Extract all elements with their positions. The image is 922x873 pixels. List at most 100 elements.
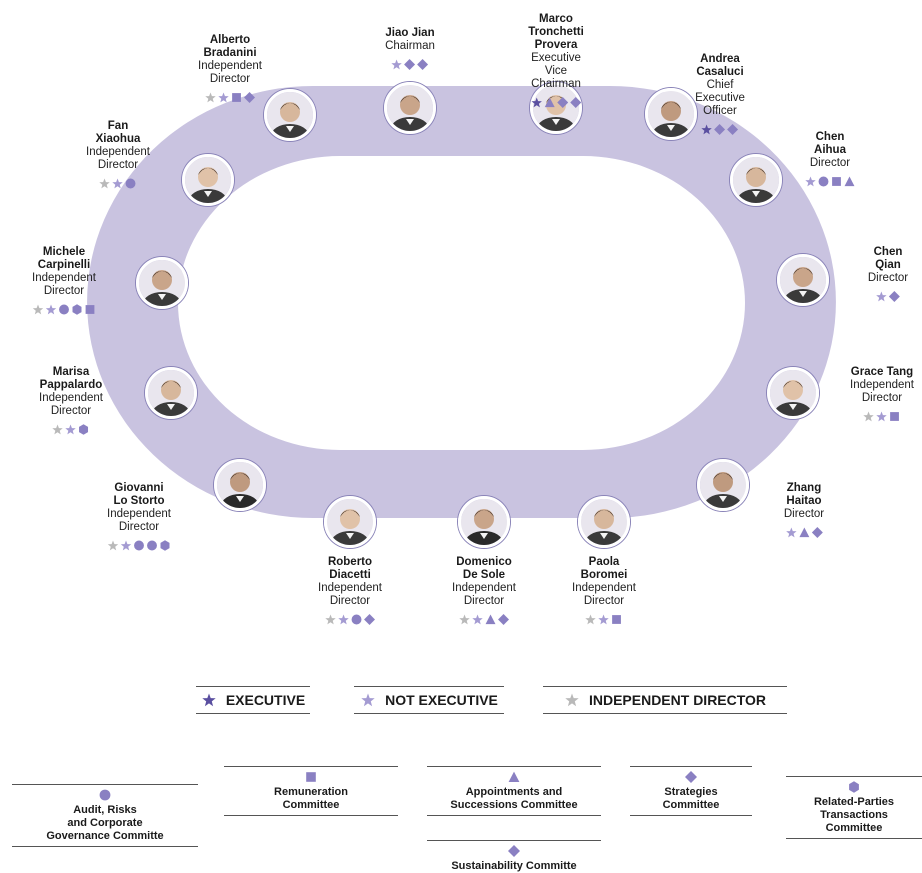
- member-name: Domenico De Sole: [456, 556, 512, 581]
- executive-star-icon: [531, 97, 542, 108]
- member-role: Independent Director: [107, 508, 171, 533]
- member-role: Executive Vice Chairman: [531, 52, 581, 90]
- square-icon: [611, 614, 622, 625]
- committee-strategies: Strategies Committee: [630, 766, 752, 816]
- independent-star-icon: [459, 614, 470, 625]
- circle-icon: [351, 614, 362, 625]
- legend-executive: EXECUTIVE: [196, 686, 310, 714]
- committee-audit: Audit, Risks and Corporate Governance Co…: [12, 784, 198, 847]
- member-name: Michele Carpinelli: [37, 246, 91, 271]
- independent-star-icon: [565, 693, 579, 707]
- member-name: Roberto Diacetti: [327, 556, 373, 581]
- member-committee-marks: [32, 303, 97, 315]
- committee-remuneration: Remuneration Committee: [224, 766, 398, 816]
- member-committee-marks: [452, 613, 516, 625]
- member-name: Zhang Haitao: [786, 482, 822, 507]
- member-committee-marks: [318, 613, 382, 625]
- member-name: Grace Tang: [850, 366, 914, 378]
- hexagon-icon: [160, 539, 171, 551]
- member-committee-marks: [784, 526, 824, 538]
- diamond-icon: [811, 526, 823, 538]
- diamond-icon: [363, 613, 375, 625]
- legend-executive-label: EXECUTIVE: [225, 692, 306, 708]
- committee-sustainability-label: Sustainability Committe: [451, 860, 577, 872]
- member-portrait: [767, 367, 819, 419]
- not-executive-star-icon: [120, 540, 132, 551]
- square-icon: [889, 411, 900, 422]
- member-committee-marks: [804, 175, 856, 187]
- hexagon-icon: [848, 781, 860, 793]
- circle-icon: [818, 176, 829, 187]
- committee-related-parties: Related-Parties Transactions Committee: [786, 776, 922, 839]
- not-executive-star-icon: [785, 527, 797, 538]
- member-role: Independent Director: [198, 60, 262, 85]
- member-name: Giovanni Lo Storto: [113, 482, 165, 507]
- diamond-icon: [243, 91, 255, 103]
- member-role: Director: [783, 508, 825, 520]
- member-name: Jiao Jian: [385, 27, 435, 39]
- diamond-icon: [497, 613, 509, 625]
- not-executive-star-icon: [876, 291, 887, 302]
- diamond-icon: [714, 123, 726, 135]
- member-portrait: [697, 459, 749, 511]
- member-committee-marks: [868, 290, 908, 302]
- not-executive-star-icon: [391, 59, 403, 70]
- executive-star-icon: [701, 124, 713, 135]
- member-portrait: [264, 89, 316, 141]
- diamond-icon: [569, 96, 581, 108]
- member-portrait: [578, 496, 630, 548]
- not-executive-star-icon: [65, 424, 77, 435]
- member-portrait: [136, 257, 188, 309]
- not-executive-star-icon: [805, 176, 816, 187]
- member-role: Director: [809, 157, 851, 169]
- member-name: Marisa Pappalardo: [39, 366, 103, 391]
- not-executive-star-icon: [45, 304, 57, 315]
- member-role: Independent Director: [39, 392, 103, 417]
- not-executive-star-icon: [218, 92, 229, 103]
- legend-independent-label: INDEPENDENT DIRECTOR: [588, 692, 767, 708]
- committee-remuneration-label: Remuneration Committee: [274, 786, 348, 811]
- triangle-icon: [485, 614, 496, 625]
- member-name: Alberto Bradanini: [203, 34, 257, 59]
- circle-icon: [59, 304, 70, 315]
- member-committee-marks: [39, 423, 103, 435]
- member-name: Paola Boromei: [580, 556, 628, 581]
- triangle-icon: [798, 527, 809, 538]
- member-committee-marks: [86, 177, 150, 189]
- diamond-icon: [727, 123, 739, 135]
- member-portrait: [145, 367, 197, 419]
- member-role: Independent Director: [86, 146, 150, 171]
- member-portrait: [324, 496, 376, 548]
- committee-related-label: Related-Parties Transactions Committee: [813, 796, 895, 834]
- independent-star-icon: [325, 614, 336, 625]
- committee-appointments: Appointments and Successions Committee: [427, 766, 601, 816]
- member-committee-marks: [107, 539, 172, 551]
- member-role: Chairman: [385, 40, 435, 52]
- not-executive-star-icon: [112, 178, 124, 189]
- circle-icon: [147, 540, 158, 551]
- independent-star-icon: [585, 614, 597, 625]
- not-executive-star-icon: [598, 614, 610, 625]
- member-role: Independent Director: [452, 582, 516, 607]
- independent-star-icon: [107, 540, 119, 551]
- committee-appointments-label: Appointments and Successions Committee: [450, 786, 578, 811]
- not-executive-star-icon: [361, 693, 375, 707]
- square-icon: [85, 304, 96, 315]
- member-portrait: [777, 254, 829, 306]
- diamond-icon: [404, 58, 416, 70]
- square-icon: [831, 176, 842, 187]
